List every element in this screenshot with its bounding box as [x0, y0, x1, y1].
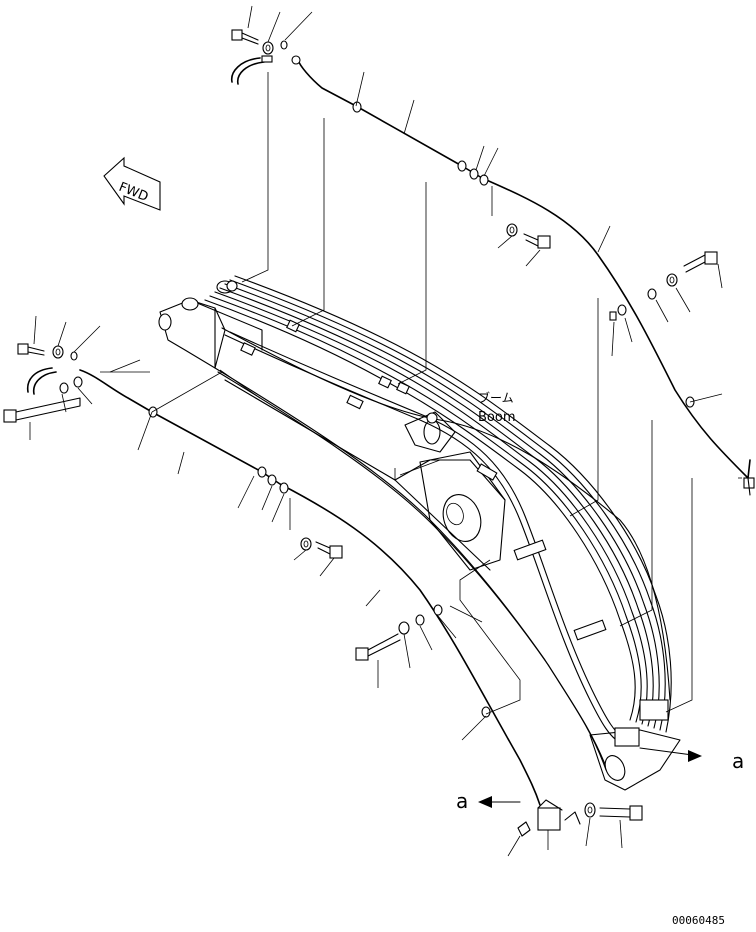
washer-icon	[300, 537, 312, 551]
bolt-icon	[329, 545, 343, 559]
bolt-icon	[3, 409, 17, 423]
washer-icon	[52, 345, 64, 359]
upper-right-tube	[297, 59, 755, 496]
leader-lines	[109, 71, 742, 741]
washer-icon	[584, 802, 596, 818]
lower-left-tube	[79, 369, 581, 837]
view-a-right: a	[639, 747, 744, 773]
tube-bundle	[204, 275, 672, 747]
left-fittings	[3, 315, 150, 440]
mid-upper-fittings	[469, 145, 551, 267]
boom-label-jp: ブーム	[478, 390, 514, 405]
bolt-icon	[537, 235, 551, 249]
washer-icon	[262, 41, 274, 55]
bolt-icon	[355, 647, 369, 661]
view-a-right-label: a	[732, 749, 744, 773]
bolt-icon	[17, 343, 29, 355]
boom-label-en: Boom	[478, 410, 516, 425]
washer-icon	[398, 621, 410, 635]
boom-structure	[158, 280, 681, 791]
view-a-bottom-label: a	[456, 789, 468, 813]
top-fittings	[231, 5, 313, 85]
bolt-icon	[704, 251, 718, 265]
fwd-arrow: FWD	[103, 156, 161, 211]
bolt-icon	[231, 29, 243, 41]
bolt-icon	[629, 805, 643, 821]
lower-mid-fittings	[261, 474, 483, 688]
mid-right-fittings	[609, 251, 723, 357]
washer-icon	[506, 223, 518, 237]
drawing-number: 00060485	[672, 914, 725, 927]
washer-icon	[666, 273, 678, 287]
view-a-bottom: a	[456, 789, 521, 813]
bottom-fittings	[507, 802, 643, 857]
boom-label: ブーム Boom	[478, 390, 516, 425]
